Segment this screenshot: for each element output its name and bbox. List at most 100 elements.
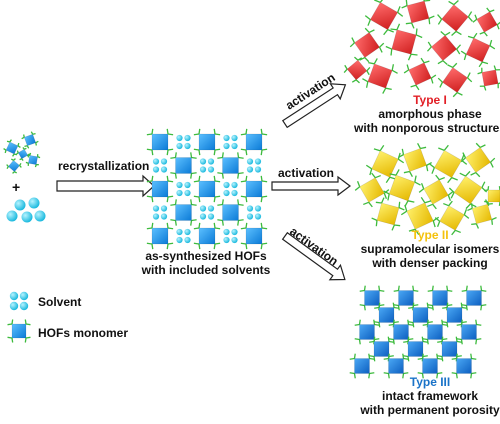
type2-line2: with denser packing bbox=[371, 256, 487, 270]
type1-amorphous-structure bbox=[343, 0, 500, 98]
type3-monomer bbox=[456, 319, 482, 345]
hof-monomer bbox=[21, 131, 39, 149]
solvent-molecule bbox=[207, 166, 215, 173]
solvent-cluster bbox=[246, 158, 262, 173]
solvent-molecule bbox=[160, 205, 168, 212]
solvent-molecule bbox=[231, 142, 238, 150]
type2-monomer bbox=[467, 199, 497, 229]
type3-line1: intact framework bbox=[382, 389, 478, 403]
type1-monomer bbox=[401, 0, 435, 29]
solvent-molecule bbox=[199, 166, 207, 173]
solvent-molecule bbox=[199, 158, 207, 165]
solvent-molecule bbox=[34, 210, 46, 222]
solvent-molecule bbox=[160, 166, 168, 173]
center-caption-line1: as-synthesized HOFs bbox=[145, 249, 267, 263]
type3-monomer bbox=[369, 336, 394, 362]
solvent-molecule bbox=[176, 181, 183, 189]
type3-monomer bbox=[417, 353, 443, 379]
solvent-molecule bbox=[176, 142, 183, 150]
hof-monomer bbox=[25, 152, 41, 168]
solvent-cluster bbox=[176, 228, 191, 244]
type1-monomer bbox=[349, 27, 385, 63]
type3-intact-framework bbox=[349, 285, 487, 379]
solvent-molecule bbox=[223, 134, 230, 142]
type2-monomer bbox=[418, 174, 454, 210]
solvent-molecule bbox=[28, 197, 40, 209]
type2-line1: supramolecular isomers bbox=[361, 242, 500, 256]
recrystallization-arrow bbox=[56, 174, 155, 198]
type2-isomer-structure bbox=[354, 142, 500, 236]
hof-monomer bbox=[3, 139, 21, 157]
hof-monomer bbox=[170, 199, 197, 226]
solvent-cluster bbox=[223, 181, 238, 197]
hof-monomer bbox=[146, 222, 174, 250]
legend-solvent-molecule bbox=[19, 291, 29, 301]
activation-arrow-bottom bbox=[281, 231, 346, 281]
solvent-molecule bbox=[184, 228, 191, 236]
type1-monomer bbox=[364, 0, 404, 36]
hof-monomer bbox=[193, 175, 221, 203]
type3-monomer bbox=[451, 353, 477, 379]
type3-monomer bbox=[408, 302, 433, 328]
legend-monomer-icon bbox=[7, 319, 31, 343]
type1-line2: with nonporous structures bbox=[353, 121, 500, 135]
solvent-molecule bbox=[160, 213, 168, 220]
legend-solvent-icon bbox=[9, 291, 29, 311]
legend-solvent-molecule bbox=[9, 291, 19, 301]
solvent-cluster bbox=[246, 205, 262, 220]
type3-monomer bbox=[427, 285, 453, 311]
solvent-molecule bbox=[176, 236, 183, 244]
type2-monomer bbox=[354, 172, 390, 208]
solvent-cluster bbox=[176, 181, 191, 197]
solvent-molecule bbox=[207, 205, 215, 212]
type2-monomer bbox=[383, 169, 421, 207]
scattered-monomers bbox=[3, 131, 41, 174]
solvent-molecule bbox=[184, 189, 191, 197]
type1-monomer bbox=[472, 7, 500, 37]
hof-monomer bbox=[193, 128, 221, 156]
type1-monomer bbox=[385, 23, 423, 61]
solvent-molecule bbox=[223, 236, 230, 244]
solvent-molecule bbox=[254, 158, 262, 165]
type1-monomer bbox=[460, 32, 496, 68]
type1-monomer bbox=[437, 0, 473, 36]
solvent-molecule bbox=[184, 134, 191, 142]
plus-sign: + bbox=[12, 179, 20, 195]
solvent-cluster bbox=[152, 205, 168, 220]
type2-monomer bbox=[448, 170, 488, 210]
legend-solvent-label: Solvent bbox=[38, 295, 81, 309]
hof-monomer bbox=[170, 152, 197, 179]
solvent-molecule bbox=[176, 134, 183, 142]
solvent-cluster bbox=[176, 134, 191, 150]
solvent-molecule bbox=[184, 181, 191, 189]
solvent-molecule bbox=[231, 236, 238, 244]
solvent-molecule bbox=[184, 142, 191, 150]
type3-monomer bbox=[359, 285, 385, 311]
type3-monomer bbox=[354, 319, 380, 345]
legend-monomer-square bbox=[7, 319, 31, 343]
type2-monomer bbox=[460, 142, 496, 178]
type2-monomer bbox=[365, 144, 405, 184]
solvent-cluster bbox=[152, 158, 168, 173]
solvent-molecule bbox=[207, 213, 215, 220]
solvent-molecule bbox=[21, 211, 33, 223]
solvent-cluster bbox=[199, 205, 215, 220]
solvent-molecule bbox=[184, 236, 191, 244]
scattered-solvent-molecules bbox=[6, 197, 46, 223]
legend-monomer-label: HOFs monomer bbox=[38, 326, 128, 340]
type3-line2: with permanent porosity bbox=[359, 403, 500, 417]
solvent-molecule bbox=[207, 158, 215, 165]
type2-monomer bbox=[434, 200, 470, 236]
hof-monomer bbox=[217, 152, 244, 179]
type1-monomer bbox=[477, 65, 500, 91]
type2-monomer bbox=[398, 143, 432, 177]
solvent-molecule bbox=[223, 142, 230, 150]
solvent-molecule bbox=[160, 158, 168, 165]
type1-monomer bbox=[426, 30, 462, 66]
as-synthesized-hof-grid bbox=[146, 128, 268, 250]
solvent-molecule bbox=[223, 228, 230, 236]
solvent-molecule bbox=[199, 205, 207, 212]
solvent-molecule bbox=[231, 189, 238, 197]
type3-monomer bbox=[437, 336, 462, 362]
type3-monomer bbox=[393, 285, 419, 311]
